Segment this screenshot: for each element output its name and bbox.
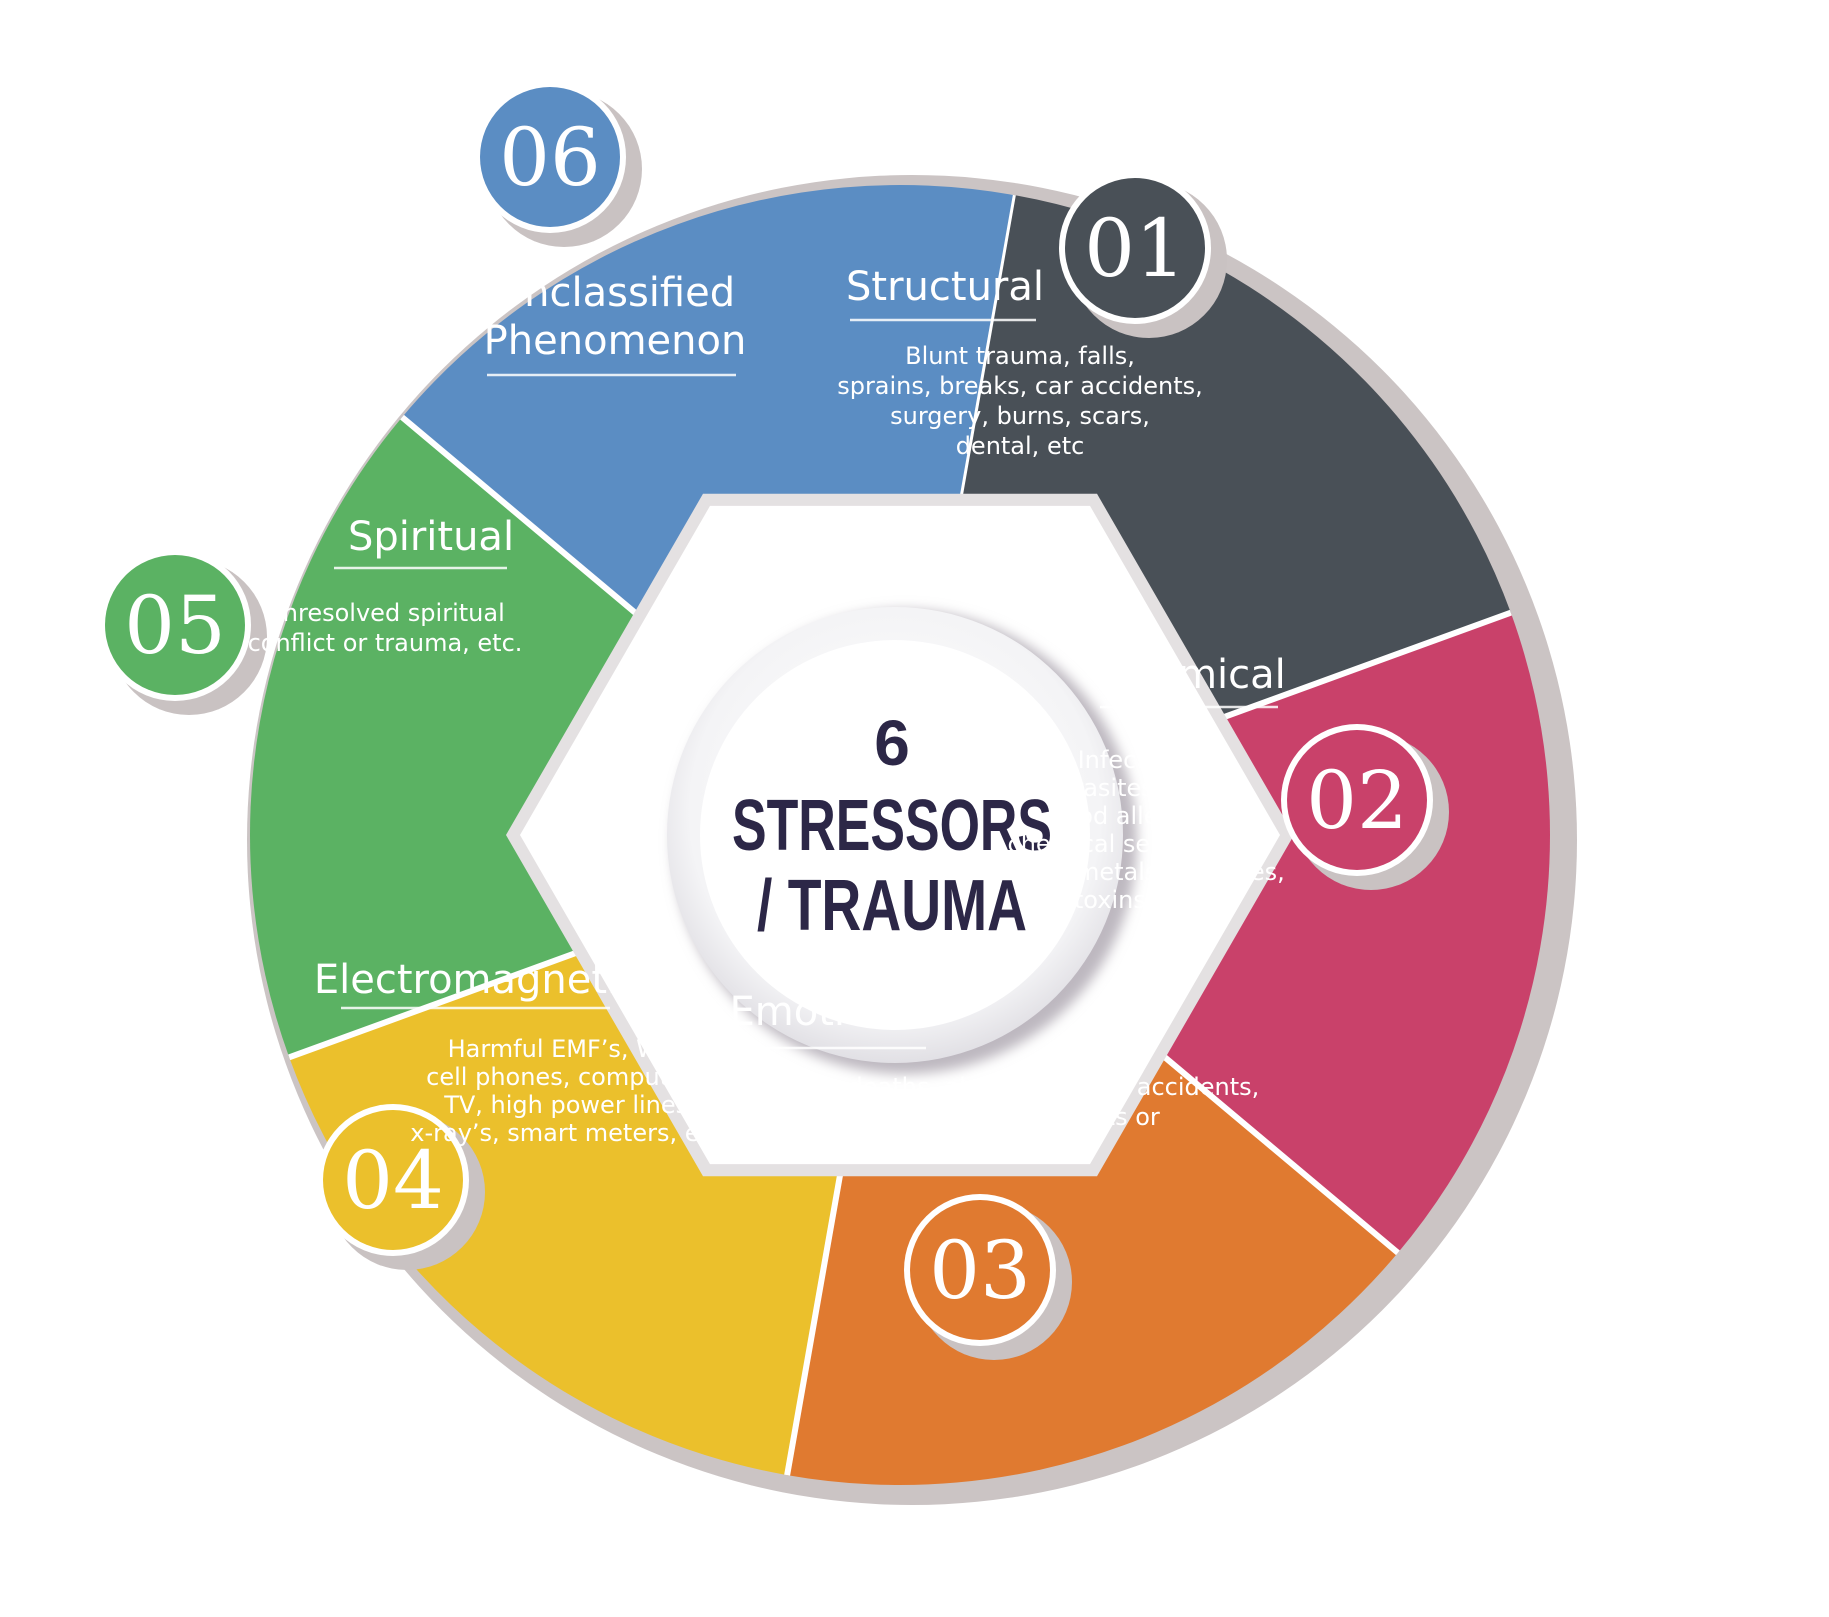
badge-emotional: 03 bbox=[904, 1194, 1072, 1360]
segment-title: Spiritual bbox=[348, 514, 514, 560]
badge-fill bbox=[910, 1200, 1050, 1340]
segment-description-line: surgery, burns, scars, bbox=[890, 402, 1150, 430]
segment-description-line: cell phones, computers, bbox=[426, 1063, 714, 1091]
badge-spiritual: 05 bbox=[99, 549, 267, 715]
badge-unclassified: 06 bbox=[474, 81, 642, 247]
badge-structural: 01 bbox=[1059, 172, 1227, 338]
segment-description-line: Blunt trauma, falls, bbox=[905, 342, 1135, 370]
badge-fill bbox=[1287, 730, 1427, 870]
segment-title: Emotional bbox=[730, 989, 931, 1035]
segment-description-line: dental, etc bbox=[956, 432, 1085, 460]
segment-description-line: brainwashing, negative thoughts or bbox=[732, 1103, 1160, 1131]
segment-title: Phenomenon bbox=[484, 318, 747, 364]
badge-fill bbox=[323, 1110, 463, 1250]
segment-title: Chemical bbox=[1100, 652, 1286, 698]
center-number: 6 bbox=[874, 707, 910, 779]
number-badges: 01 02 03 04 05 06 bbox=[99, 81, 1449, 1360]
center-badge: 6 STRESSORS / TRAUMA bbox=[667, 607, 1137, 1074]
segment-description-line: TV, high power lines, bbox=[443, 1091, 696, 1119]
segment-description-line: parasites, mold, bbox=[1043, 774, 1236, 802]
segment-description-line: chemical sensitivities, bbox=[1008, 830, 1273, 858]
segment-description-line: toxins, etc. bbox=[1074, 886, 1206, 914]
segment-description-line: x-ray’s, smart meters, etc. bbox=[410, 1119, 729, 1147]
segment-title: Unclassified bbox=[495, 270, 735, 316]
segment-description-line: heavy metals, vaccines, bbox=[995, 858, 1285, 886]
segment-description-line: Untimely deaths, abuse, neglect, acciden… bbox=[732, 1073, 1259, 1101]
badge-fill bbox=[480, 87, 620, 227]
segment-description-line: emotions bbox=[732, 1133, 843, 1161]
badge-number: 02 bbox=[1306, 754, 1408, 847]
segment-description-line: conflict or trauma, etc. bbox=[248, 629, 523, 657]
badge-electromagnetic: 04 bbox=[317, 1104, 485, 1270]
center-title-line2: / TRAUMA bbox=[757, 866, 1027, 946]
segment-title: Electromagnetic bbox=[314, 957, 640, 1003]
segment-description-line: Unresolved spiritual bbox=[265, 599, 505, 627]
segment-description-line: Harmful EMF’s, WiFi, bbox=[448, 1035, 693, 1063]
segment-description-line: Infections, bbox=[1078, 746, 1203, 774]
badge-chemical: 02 bbox=[1281, 724, 1449, 890]
segment-description-line: sprains, breaks, car accidents, bbox=[837, 372, 1203, 400]
badge-number: 05 bbox=[124, 579, 226, 672]
badge-fill bbox=[105, 555, 245, 695]
badge-number: 03 bbox=[929, 1224, 1031, 1317]
center-title-line1: STRESSORS bbox=[732, 786, 1052, 866]
badge-number: 04 bbox=[342, 1134, 444, 1227]
segment-description-line: food allergies, bbox=[1055, 802, 1225, 830]
segment-title: Structural bbox=[846, 264, 1044, 310]
badge-fill bbox=[1065, 178, 1205, 318]
badge-number: 01 bbox=[1084, 202, 1186, 295]
badge-number: 06 bbox=[499, 111, 601, 204]
